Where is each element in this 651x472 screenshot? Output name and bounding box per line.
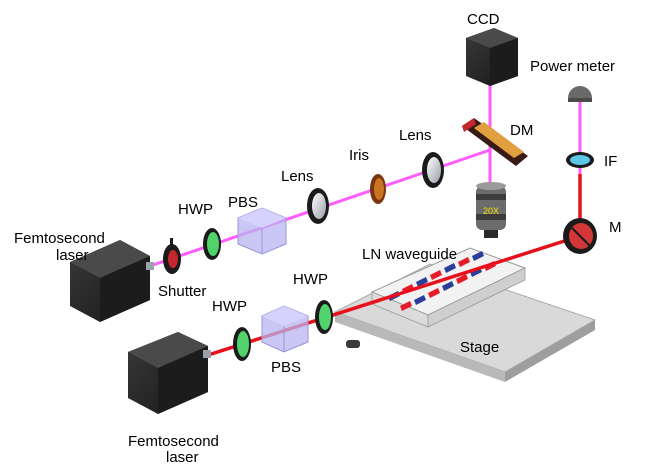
label-femtosecond-top: Femtosecond — [14, 230, 105, 247]
hwp-top — [203, 228, 221, 260]
pbs-bottom — [261, 305, 309, 353]
label-lens-left: Lens — [281, 168, 314, 185]
label-ccd: CCD — [467, 11, 500, 28]
power-meter — [568, 86, 592, 102]
label-hwp-top: HWP — [178, 201, 213, 218]
label-ln-waveguide: LN waveguide — [362, 246, 457, 263]
hwp-bottom-right — [315, 300, 333, 334]
femtosecond-laser-top — [70, 240, 154, 322]
label-dm: DM — [510, 122, 533, 139]
label-iris: Iris — [349, 147, 369, 164]
label-if: IF — [604, 153, 617, 170]
dichroic-mirror — [462, 118, 528, 166]
objective-20x: 20X — [476, 182, 506, 238]
hwp-bottom-left — [233, 327, 251, 361]
label-laser-top: laser — [56, 247, 89, 264]
label-hwp-bottom-left: HWP — [212, 298, 247, 315]
pbs-top — [237, 207, 287, 255]
label-stage: Stage — [460, 339, 499, 356]
objective-label: 20X — [483, 206, 499, 216]
label-shutter: Shutter — [158, 283, 206, 300]
shutter — [163, 238, 181, 274]
stage-knob — [346, 340, 360, 348]
label-pbs-top: PBS — [228, 194, 258, 211]
ccd-camera — [466, 28, 518, 86]
interference-filter — [566, 152, 594, 168]
label-power-meter: Power meter — [530, 58, 615, 75]
label-laser-bottom: laser — [166, 449, 199, 466]
lens-left — [307, 188, 329, 224]
label-femtosecond-bottom: Femtosecond — [128, 433, 219, 450]
label-lens-right: Lens — [399, 127, 432, 144]
label-hwp-bottom-right: HWP — [293, 271, 328, 288]
label-m: M — [609, 219, 622, 236]
mirror-m — [563, 218, 597, 254]
label-pbs-bottom: PBS — [271, 359, 301, 376]
laser-aperture — [146, 262, 154, 270]
laser-aperture — [203, 350, 211, 358]
iris — [370, 174, 386, 204]
lens-right — [422, 152, 444, 188]
femtosecond-laser-bottom — [128, 332, 211, 414]
